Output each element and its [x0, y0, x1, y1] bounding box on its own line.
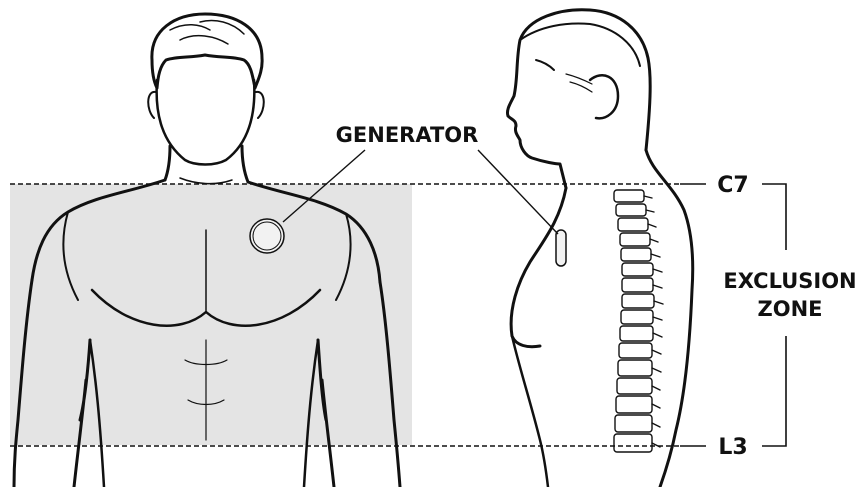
front-generator-device — [250, 219, 284, 253]
generator-label: GENERATOR — [336, 123, 479, 147]
l3-label: L3 — [718, 435, 747, 460]
side-generator-device — [556, 230, 566, 266]
spine-vertebrae — [614, 190, 663, 452]
exclusion-label-line1: EXCLUSION — [723, 269, 856, 293]
side-ear — [590, 75, 618, 118]
exclusion-label-line2: ZONE — [758, 297, 823, 321]
side-head — [507, 10, 650, 188]
side-chest — [511, 188, 566, 347]
c7-label: C7 — [717, 173, 748, 198]
front-hair — [152, 14, 262, 88]
side-view-figure — [507, 10, 692, 487]
